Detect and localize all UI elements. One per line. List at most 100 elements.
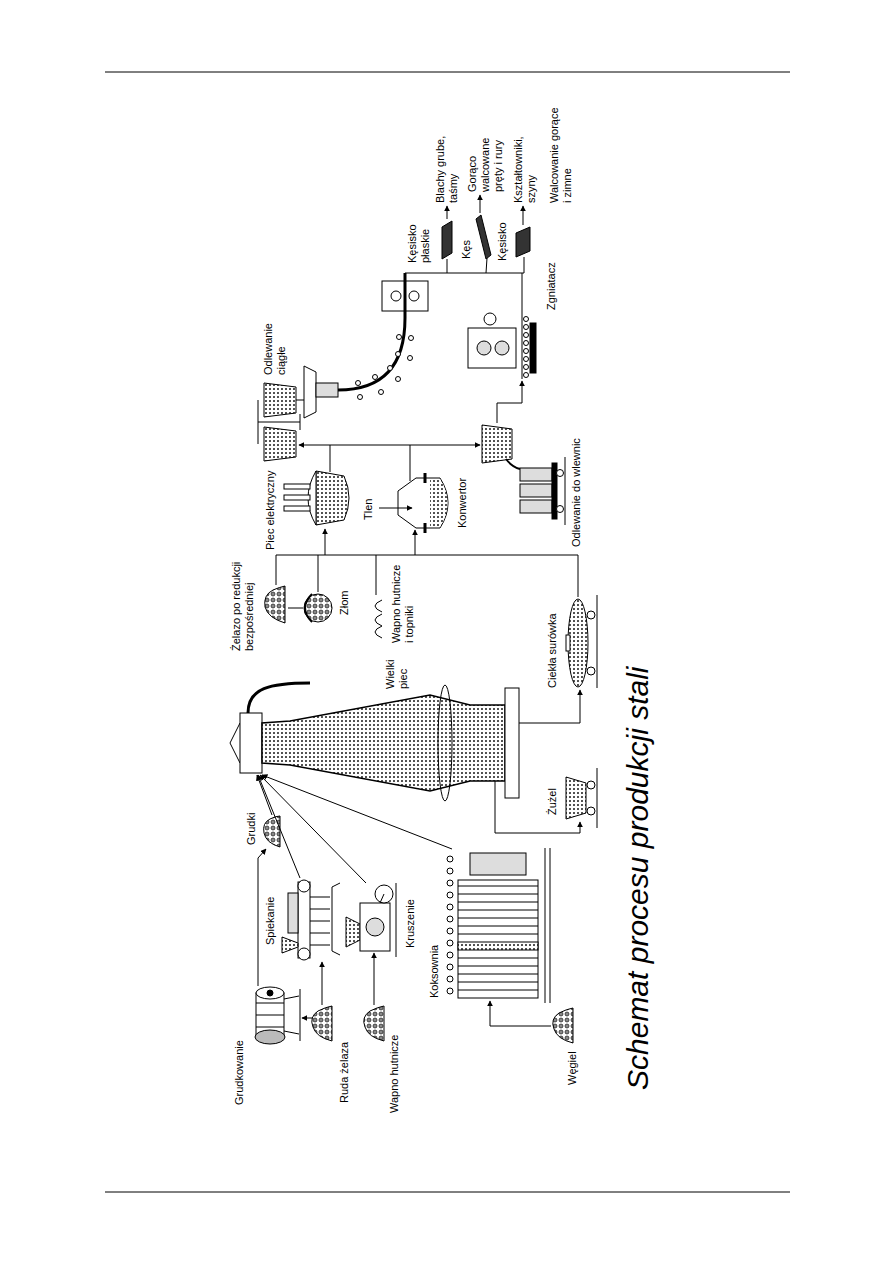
continuous-caster (391, 291, 401, 301)
pelletizing-drum (284, 989, 300, 1041)
sinter-machine (298, 880, 310, 892)
process-label: Piec elektryczny (264, 471, 277, 550)
torpedo-car (597, 595, 598, 688)
flow-arrow (405, 273, 524, 274)
semi-product (476, 215, 491, 259)
scrap-grab (288, 608, 303, 609)
process-label: Walcowanie gorące i zimne (548, 104, 574, 203)
blooming-mill (530, 323, 536, 373)
crusher (366, 918, 384, 936)
coke-oven-battery (447, 916, 453, 922)
ingot-casting (520, 484, 552, 497)
flow-arrow (322, 962, 323, 1005)
coke-oven-battery (447, 856, 453, 862)
flow-arrow (376, 555, 377, 595)
process-label: Złom (338, 591, 351, 615)
ingot-casting (482, 425, 565, 525)
continuous-caster (338, 273, 405, 390)
ladle-turret (264, 383, 296, 417)
crusher (360, 903, 390, 951)
process-label: Grudkowanie (233, 1040, 246, 1105)
continuous-caster (397, 335, 402, 340)
pelletizing-drum (255, 987, 300, 1044)
semi-product (442, 221, 452, 259)
coke-oven-battery (447, 988, 453, 994)
continuous-caster (388, 366, 393, 371)
continuous-caster (409, 336, 414, 341)
slag-ladle-car (587, 807, 595, 815)
sinter-machine (298, 882, 310, 958)
process-label: Odlewanie do wlewnic (570, 438, 583, 547)
electric-arc-furnace (284, 471, 349, 525)
coke-oven-battery (458, 942, 538, 950)
slag-ladle-car (566, 777, 586, 819)
coke-oven-battery (470, 853, 526, 875)
electric-arc-furnace (284, 495, 310, 500)
sinter-machine (298, 948, 310, 960)
blooming-mill (484, 313, 496, 325)
continuous-caster (379, 390, 384, 395)
sinter-machine (282, 937, 298, 953)
process-label: Wapno hutnicze (388, 1035, 401, 1113)
blooming-mill (524, 365, 529, 370)
blooming-mill (468, 328, 516, 368)
pelletizing-drum (256, 1003, 284, 1027)
page-rule (105, 72, 790, 1192)
flux-symbol (375, 600, 382, 638)
process-label: Kęs (460, 240, 473, 259)
ingot-casting (506, 459, 520, 469)
blast-furnace (505, 688, 519, 798)
semi-product (442, 215, 530, 259)
torpedo-car (566, 595, 597, 688)
scrap-grab (305, 594, 312, 622)
flow-arrow (325, 529, 326, 555)
slag-ladle-car (587, 781, 595, 789)
continuous-caster (373, 375, 378, 380)
process-label: Blachy grube, taśmy (434, 127, 460, 203)
blooming-mill (524, 349, 529, 354)
flow-arrow (447, 259, 448, 273)
blooming-mill (495, 341, 509, 355)
process-label: Kształtowniki, szyny (512, 121, 538, 203)
crusher (380, 883, 396, 957)
process-label: Kruszenie (404, 899, 417, 948)
process-label: Spiekanie (264, 897, 277, 945)
flow-arrow (523, 206, 524, 225)
flow-arrow (257, 195, 580, 1026)
slag-ladle-car (566, 768, 597, 828)
converter (430, 479, 448, 527)
electric-arc-furnace (316, 471, 349, 525)
flow-arrow (276, 555, 578, 597)
material-pile (265, 586, 285, 623)
process-label: Kęsisko (496, 222, 509, 261)
continuous-caster (382, 281, 428, 311)
flow-arrow (389, 445, 480, 446)
flow-arrow (486, 258, 487, 273)
ingot-casting (482, 425, 512, 463)
continuous-caster (408, 356, 413, 361)
process-label: Żelazo po redukcji bezpośredniej (230, 547, 256, 651)
process-label: Koksownia (428, 945, 441, 998)
flow-arrow (524, 257, 525, 273)
pelletizing-drum (256, 987, 284, 999)
flow-arrow (379, 508, 412, 509)
flow-arrow (519, 690, 580, 723)
flux-symbol (375, 600, 382, 638)
material-pile (553, 1008, 573, 1043)
ingot-casting (552, 463, 557, 519)
flow-arrow (262, 775, 452, 849)
ladle-turret (264, 427, 296, 461)
blast-furnace (262, 695, 505, 791)
torpedo-car (587, 667, 595, 675)
blooming-mill (468, 313, 536, 379)
flow-arrow (276, 555, 277, 585)
flow-arrow (447, 206, 448, 219)
blooming-mill (522, 313, 523, 379)
coke-oven-battery (447, 880, 453, 886)
coke-oven-battery (447, 904, 453, 910)
ingot-casting (520, 500, 552, 513)
coke-oven-battery (447, 952, 453, 958)
blast-furnace (230, 723, 240, 763)
